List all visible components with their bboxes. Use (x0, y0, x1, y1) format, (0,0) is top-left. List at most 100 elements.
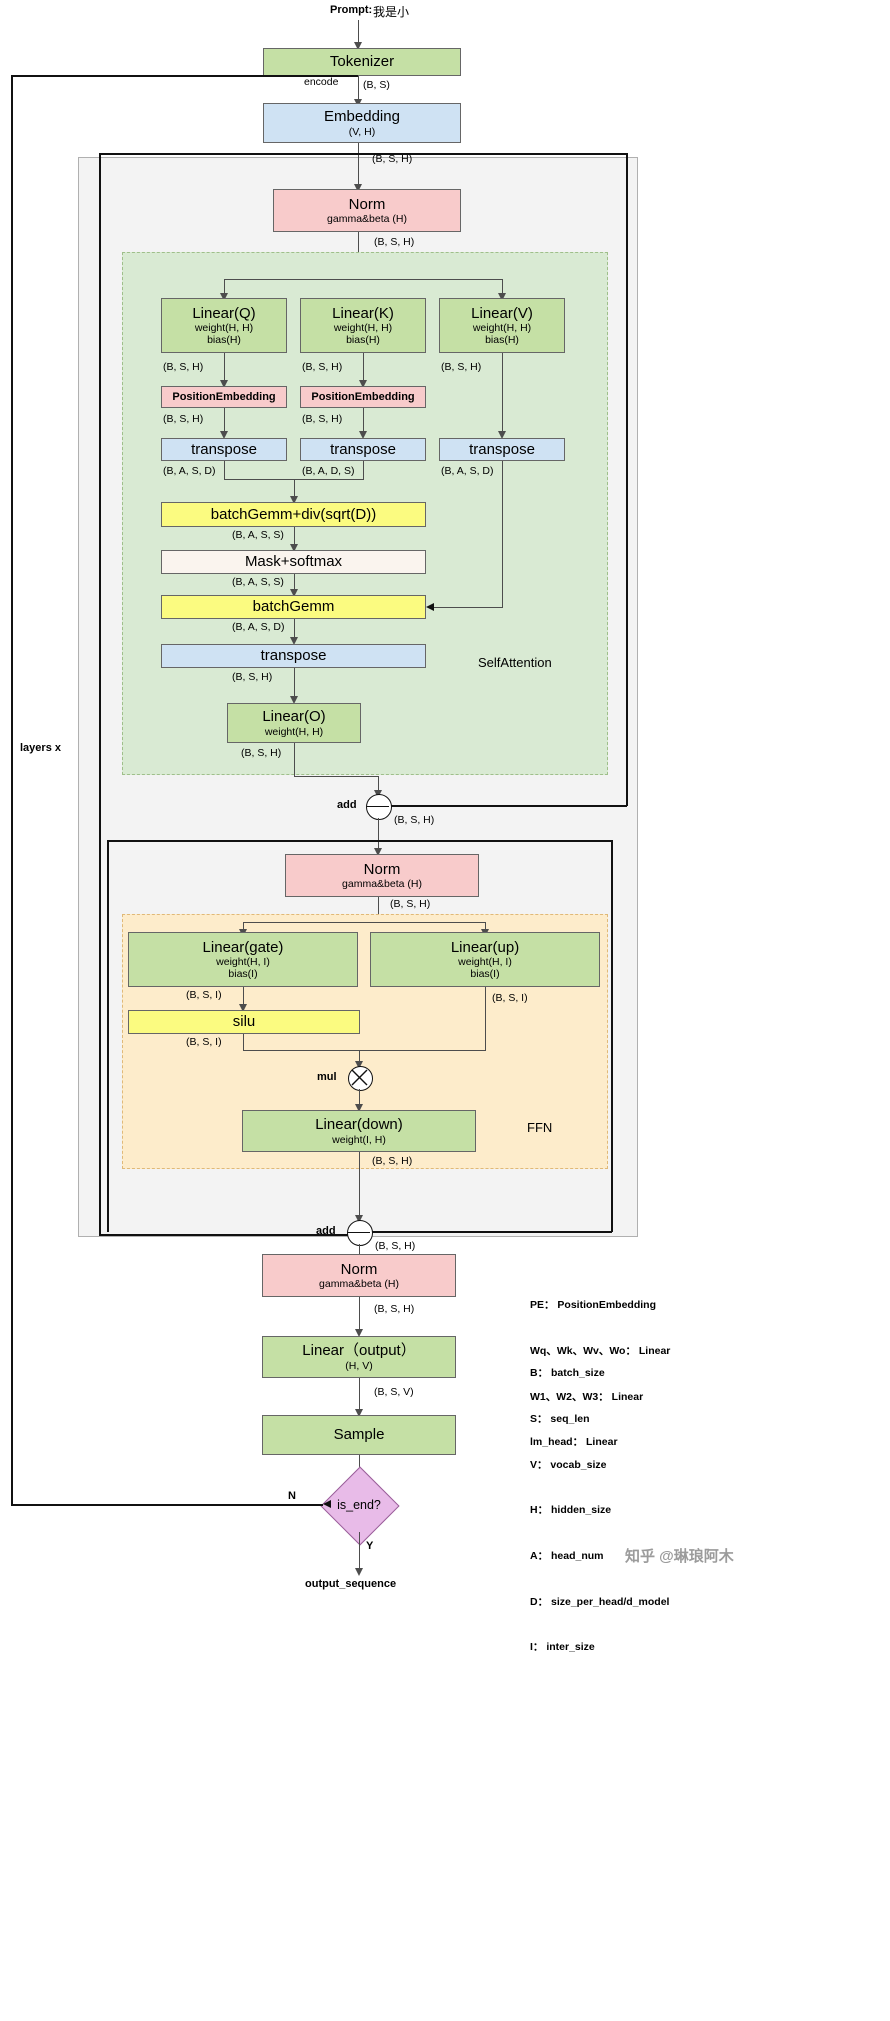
node-linear-output-title: Linear（output） (302, 1342, 416, 1360)
output-sequence-label: output_sequence (305, 1578, 397, 1590)
add2-cross (348, 1231, 370, 1234)
node-pe-k[interactable]: PositionEmbedding (300, 386, 426, 408)
edge-up-down (485, 987, 486, 1050)
edge-embedding-norm1 (358, 143, 359, 188)
edge-tv-down (502, 461, 503, 607)
node-linear-k-sub1: weight(H, H) (333, 322, 393, 335)
edge-label-bsi-gate: (B, S, I) (186, 989, 222, 1001)
edge-label-bsh-pek: (B, S, H) (302, 413, 343, 425)
arrowhead (358, 431, 367, 439)
edge-gemm-mask (294, 527, 295, 549)
mul-label: mul (317, 1071, 337, 1083)
node-pe-k-title: PositionEmbedding (311, 390, 415, 403)
edge-label-bsh-add2: (B, S, H) (375, 1240, 416, 1252)
arrowhead (355, 1104, 363, 1112)
node-norm1-title: Norm (348, 195, 386, 213)
edge-prompt-tokenizer (358, 20, 359, 44)
arrowhead (289, 544, 298, 552)
node-linear-o-title: Linear(O) (262, 708, 326, 726)
node-linear-v-sub1: weight(H, H) (472, 322, 532, 335)
arrowhead (289, 637, 298, 645)
edge-k-pe (363, 353, 364, 385)
edge-add1-norm2 (378, 818, 379, 854)
edge-transpose-linearo (294, 668, 295, 702)
node-pe-q[interactable]: PositionEmbedding (161, 386, 287, 408)
node-embedding-title: Embedding (324, 108, 400, 126)
node-transpose-q[interactable]: transpose (161, 438, 287, 461)
node-sample[interactable]: Sample (262, 1415, 456, 1455)
node-linear-o[interactable]: Linear(O) weight(H, H) (227, 703, 361, 743)
node-linear-up-sub1: weight(H, I) (458, 956, 512, 969)
node-transpose-out[interactable]: transpose (161, 644, 426, 668)
residual-tap-1 (99, 153, 627, 155)
node-transpose-k[interactable]: transpose (300, 438, 426, 461)
legend-item-w-qkvo: Wq、Wk、Wv、Wo： Linear (530, 1345, 671, 1358)
node-tokenizer[interactable]: Tokenizer (263, 48, 461, 76)
arrowhead (358, 380, 367, 388)
node-linear-k-title: Linear(K) (332, 304, 394, 322)
node-linear-output[interactable]: Linear（output） (H, V) (262, 1336, 456, 1378)
node-linear-k[interactable]: Linear(K) weight(H, H) bias(H) (300, 298, 426, 353)
node-transpose-k-title: transpose (330, 440, 396, 458)
node-pe-q-title: PositionEmbedding (172, 390, 276, 403)
arrowhead (497, 293, 506, 301)
node-mask-softmax[interactable]: Mask+softmax (161, 550, 426, 574)
ffn-label: FFN (527, 1120, 553, 1135)
qkv-bus-v (502, 279, 503, 297)
arrowhead (219, 380, 228, 388)
node-transpose-v[interactable]: transpose (439, 438, 565, 461)
node-batchgemm-div[interactable]: batchGemm+div(sqrt(D)) (161, 502, 426, 527)
edge-label-bsh-norm3: (B, S, H) (374, 1303, 415, 1315)
node-linear-up[interactable]: Linear(up) weight(H, I) bias(I) (370, 932, 600, 987)
node-silu[interactable]: silu (128, 1010, 360, 1034)
node-embedding[interactable]: Embedding (V, H) (263, 103, 461, 143)
node-batchgemm-title: batchGemm (252, 598, 335, 616)
edge-mul-in (359, 1050, 360, 1065)
node-norm3[interactable]: Norm gamma&beta (H) (262, 1254, 456, 1297)
legend-item-d: D： size_per_head/d_model (530, 1595, 670, 1608)
edge-label-yes: Y (366, 1540, 374, 1552)
residual-in-add2 (371, 1231, 612, 1233)
legend-item-b: B： batch_size (530, 1367, 605, 1380)
loop-top-line (11, 75, 358, 77)
edge-tk-down (363, 461, 364, 479)
arrowhead (289, 589, 298, 597)
ffn-bus (243, 922, 486, 923)
edge-tq-down (224, 461, 225, 479)
edge-label-bass-2: (B, A, S, S) (232, 576, 284, 588)
node-norm2[interactable]: Norm gamma&beta (H) (285, 854, 479, 897)
legend-item-v: V： vocab_size (530, 1458, 607, 1471)
edge-qk-to-gemm (294, 479, 295, 501)
legend-group-2: B： batch_size S： seq_len V： vocab_size H… (530, 1336, 669, 1686)
node-linear-down[interactable]: Linear(down) weight(I, H) (242, 1110, 476, 1152)
edge-label-basd-v: (B, A, S, D) (441, 465, 494, 477)
edge-down-add2 (359, 1152, 360, 1220)
edge-label-encode: encode (304, 76, 339, 88)
edge-output-sample (359, 1378, 360, 1414)
residual-in-add1 (383, 805, 627, 807)
node-transpose-out-title: transpose (260, 647, 327, 665)
node-linear-gate-sub1: weight(H, I) (216, 956, 270, 969)
node-norm3-title: Norm (340, 1260, 378, 1278)
edge-norm3-output (359, 1297, 360, 1335)
loop-left-line (11, 75, 13, 1505)
node-linear-v[interactable]: Linear(V) weight(H, H) bias(H) (439, 298, 565, 353)
node-linear-gate[interactable]: Linear(gate) weight(H, I) bias(I) (128, 932, 358, 987)
edge-label-bsh-q: (B, S, H) (163, 361, 204, 373)
legend-item-s: S： seq_len (530, 1413, 590, 1426)
edge-label-bsi-up: (B, S, I) (492, 992, 528, 1004)
edge-gate-silu (243, 987, 244, 1009)
edge-v-into-gemm (434, 607, 503, 608)
edge-label-bsh-norm2: (B, S, H) (390, 898, 431, 910)
arrowhead (353, 42, 362, 50)
arrowhead (355, 1329, 363, 1337)
node-transpose-q-title: transpose (191, 440, 257, 458)
node-linear-q[interactable]: Linear(Q) weight(H, H) bias(H) (161, 298, 287, 353)
edge-v-transpose (502, 353, 503, 436)
edge-label-bsh-lo: (B, S, H) (241, 747, 282, 759)
node-norm1[interactable]: Norm gamma&beta (H) (273, 189, 461, 232)
node-batchgemm[interactable]: batchGemm (161, 595, 426, 619)
ffn-bus-up (485, 922, 486, 932)
node-norm2-title: Norm (363, 860, 401, 878)
